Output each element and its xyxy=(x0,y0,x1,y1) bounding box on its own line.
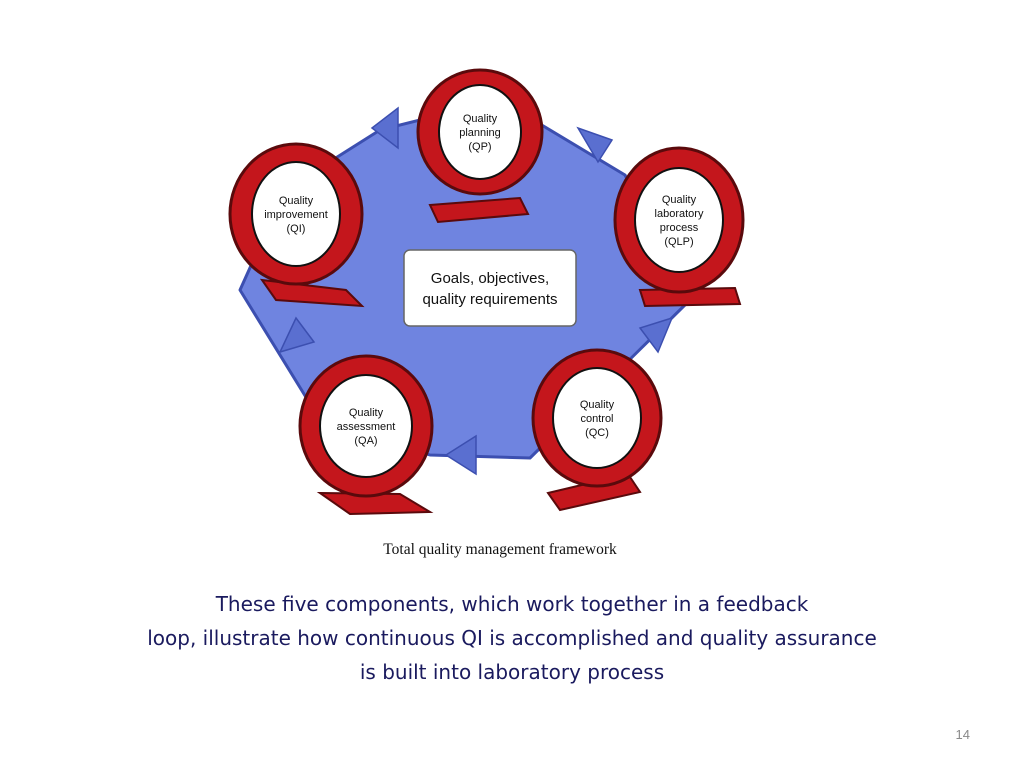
node-qlp-label-line: Quality xyxy=(662,194,697,206)
node-qlp-label-line: laboratory xyxy=(655,208,704,220)
body-text-line-2: loop, illustrate how continuous QI is ac… xyxy=(60,621,964,655)
figure-caption: Total quality management framework xyxy=(280,541,720,559)
node-qc: Quality control (QC) xyxy=(533,350,661,510)
node-qp-label-line: planning xyxy=(459,127,501,139)
node-qp-label-line: (QP) xyxy=(468,141,491,153)
node-qi-label-line: (QI) xyxy=(287,223,306,235)
goals-box: Goals, objectives, quality requirements xyxy=(404,250,576,326)
node-qlp-label-line: (QLP) xyxy=(664,236,693,248)
node-qc-label-line: (QC) xyxy=(585,427,609,439)
body-text: These five components, which work togeth… xyxy=(60,587,964,689)
node-qa-label-line: assessment xyxy=(337,421,396,433)
goals-line-2: quality requirements xyxy=(422,291,557,308)
node-qa-label-line: (QA) xyxy=(354,435,377,447)
node-qi-label-line: Quality xyxy=(279,195,314,207)
body-text-line-3: is built into laboratory process xyxy=(60,655,964,689)
node-qa: Quality assessment (QA) xyxy=(300,356,432,514)
node-qp-label-line: Quality xyxy=(463,113,498,125)
node-qlp-disc xyxy=(635,168,723,272)
node-qi-label-line: improvement xyxy=(264,209,328,221)
node-qc-label-line: Quality xyxy=(580,399,615,411)
node-qc-label-line: control xyxy=(580,413,613,425)
node-qa-label-line: Quality xyxy=(349,407,384,419)
goals-box-bg xyxy=(404,250,576,326)
page-number: 14 xyxy=(930,727,970,742)
body-text-line-1: These five components, which work togeth… xyxy=(60,587,964,621)
node-qlp-label-line: process xyxy=(660,222,699,234)
goals-line-1: Goals, objectives, xyxy=(431,270,549,287)
